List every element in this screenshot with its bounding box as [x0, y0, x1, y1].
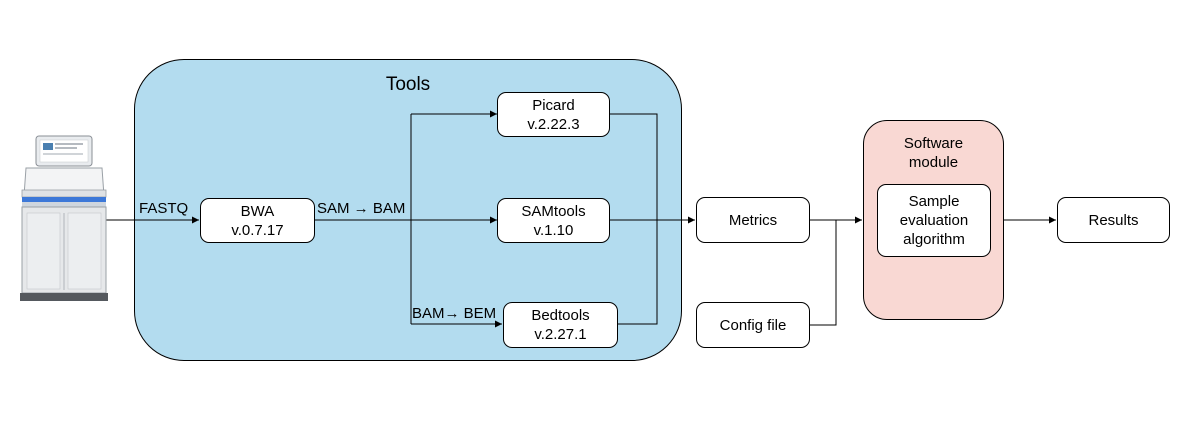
- metrics-label: Metrics: [728, 211, 778, 229]
- picard-label: Picard v.2.22.3: [527, 96, 580, 133]
- sample-evaluation-algorithm-label: Sample evaluation algorithm: [899, 193, 969, 248]
- results-box: Results: [1057, 197, 1170, 243]
- bedtools-label: Bedtools v.2.27.1: [531, 307, 590, 343]
- bam-to-bem-edge-label: BAM→ BEM: [412, 305, 497, 322]
- metrics-box: Metrics: [696, 197, 810, 243]
- sam-to-bam-edge-label: SAM → BAM: [317, 200, 406, 217]
- bwa-label: BWA v.0.7.17: [231, 202, 284, 239]
- tools-panel-title: Tools: [385, 74, 431, 95]
- fastq-edge-label: FASTQ: [139, 200, 189, 217]
- software-module-title: Software module: [903, 135, 964, 171]
- results-label: Results: [1088, 211, 1139, 229]
- config-file-box: Config file: [696, 302, 810, 348]
- bwa-box: BWA v.0.7.17: [200, 198, 315, 243]
- sample-evaluation-algorithm-box: Sample evaluation algorithm: [877, 184, 991, 257]
- edge-metrics-out: [810, 219, 837, 326]
- edge-picard-out: [610, 113, 658, 325]
- bedtools-box: Bedtools v.2.27.1: [503, 302, 618, 348]
- picard-box: Picard v.2.22.3: [497, 92, 610, 137]
- samtools-box: SAMtools v.1.10: [497, 198, 610, 243]
- sequencer-instrument-icon: [20, 135, 108, 301]
- config-file-label: Config file: [719, 316, 787, 334]
- samtools-label: SAMtools v.1.10: [521, 202, 586, 239]
